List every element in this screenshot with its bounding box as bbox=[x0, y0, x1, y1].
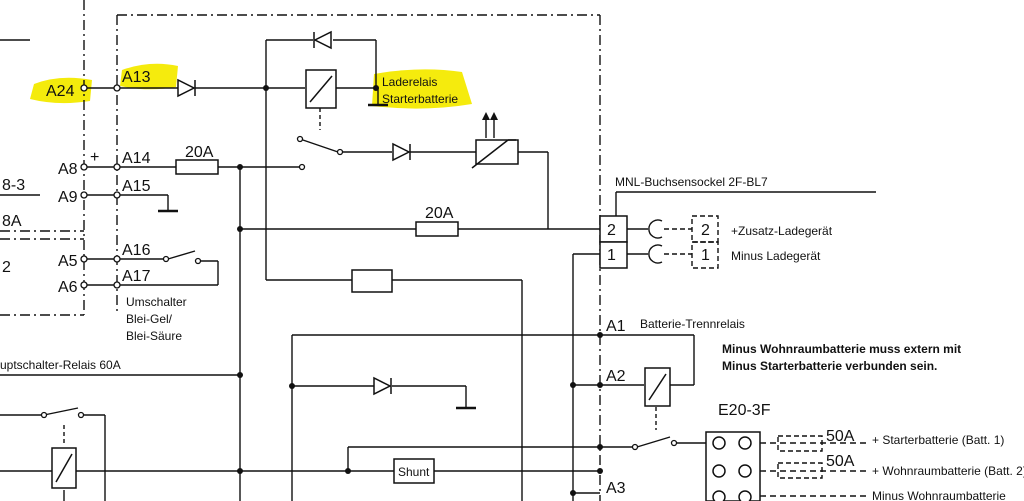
connector-hole bbox=[712, 436, 726, 450]
label-2: 2 bbox=[2, 259, 11, 276]
label-a6: A6 bbox=[58, 279, 78, 296]
socket-label-2: +Zusatz-Ladegerät bbox=[731, 224, 833, 238]
socket-receptacles bbox=[648, 219, 663, 264]
socket-pin-2 bbox=[599, 215, 628, 243]
highlight-marks bbox=[30, 63, 472, 109]
label-a24: A24 bbox=[46, 83, 75, 100]
label-a9: A9 bbox=[58, 189, 78, 206]
connector-hole bbox=[738, 490, 752, 501]
fuse-50a-2 bbox=[777, 462, 823, 479]
highlight-relay-label bbox=[372, 69, 472, 109]
label-a16: A16 bbox=[122, 242, 151, 259]
socket-title: MNL-Buchsensockel 2F-BL7 bbox=[615, 175, 768, 189]
plug-2-label: 2 bbox=[701, 222, 710, 239]
diode-lower bbox=[373, 376, 392, 396]
connector-hole bbox=[738, 436, 752, 450]
relay-label-line1: Laderelais bbox=[382, 75, 437, 89]
plug-1 bbox=[691, 241, 719, 269]
receptacle-1 bbox=[648, 244, 663, 264]
connector-hole bbox=[712, 464, 726, 478]
label-a15: A15 bbox=[122, 178, 151, 195]
shunt-label: Shunt bbox=[398, 465, 430, 479]
label-right-a1: A1 bbox=[606, 318, 626, 335]
battery-label-minus-living: Minus Wohnraumbatterie bbox=[872, 489, 1006, 501]
label-8a: 8A bbox=[2, 213, 22, 230]
note-line2: Minus Starterbatterie verbunden sein. bbox=[722, 359, 937, 373]
shunt-box bbox=[393, 458, 435, 484]
switch-label-1: Umschalter bbox=[126, 295, 187, 309]
label-a17: A17 bbox=[122, 268, 151, 285]
label-right-a2: A2 bbox=[606, 368, 626, 385]
label-a13: A13 bbox=[122, 69, 151, 86]
highlight-a13 bbox=[120, 63, 178, 90]
fuse-20a-top bbox=[175, 159, 219, 175]
socket-pin-2-label: 2 bbox=[607, 222, 616, 239]
separation-relay-label: Batterie-Trennrelais bbox=[640, 317, 745, 331]
relay-label-line2: Starterbatterie bbox=[382, 92, 458, 106]
socket-label-1: Minus Ladegerät bbox=[731, 249, 821, 263]
terminals bbox=[40, 84, 678, 451]
connector-label: E20-3F bbox=[718, 402, 771, 419]
thermistor-diagonal bbox=[471, 139, 509, 169]
socket-pin-1 bbox=[599, 241, 628, 269]
main-relay-diagonal bbox=[55, 453, 73, 483]
label-right-a3: A3 bbox=[606, 480, 626, 497]
battery-label-living: + Wohnraumbatterie (Batt. 2) bbox=[872, 464, 1024, 478]
dashed-parts bbox=[664, 215, 823, 479]
resistor bbox=[351, 269, 393, 293]
label-main-relay: uptschalter-Relais 60A bbox=[0, 358, 121, 372]
label-a8: A8 bbox=[58, 161, 78, 178]
thermistor-arrows bbox=[482, 112, 498, 120]
diode-top bbox=[313, 30, 332, 50]
receptacle-2 bbox=[648, 219, 663, 239]
switch-label-3: Blei-Säure bbox=[126, 329, 182, 343]
diode-contact bbox=[392, 142, 411, 162]
label-a14: A14 bbox=[122, 150, 151, 167]
charging-relay-diagonal bbox=[309, 75, 333, 103]
label-fuse-50a-1: 50A bbox=[826, 428, 855, 445]
note-line1: Minus Wohnraumbatterie muss extern mit bbox=[722, 342, 961, 356]
fuse-20a-mid bbox=[415, 221, 459, 237]
connector-hole bbox=[738, 464, 752, 478]
connector-hole bbox=[712, 490, 726, 501]
junction-dots bbox=[237, 85, 603, 496]
diode-a13 bbox=[177, 78, 196, 98]
label-plus: + bbox=[90, 149, 99, 166]
battery-label-starter: + Starterbatterie (Batt. 1) bbox=[872, 433, 1004, 447]
components bbox=[51, 30, 761, 501]
label-a5: A5 bbox=[58, 253, 78, 270]
label-8-3: 8-3 bbox=[2, 177, 25, 194]
label-fuse-50a-2: 50A bbox=[826, 453, 855, 470]
label-fuse-20a-mid: 20A bbox=[425, 205, 454, 222]
switch-label-2: Blei-Gel/ bbox=[126, 312, 173, 326]
label-fuse-20a-top: 20A bbox=[185, 144, 214, 161]
socket-pin-1-label: 1 bbox=[607, 247, 616, 264]
separation-relay-diagonal bbox=[648, 373, 667, 401]
plug-1-label: 1 bbox=[701, 247, 710, 264]
labels: A24 A13 Laderelais Starterbatterie 8-3 8… bbox=[0, 69, 1024, 501]
highlight-a24 bbox=[30, 77, 92, 104]
fuse-50a-1 bbox=[777, 435, 823, 452]
